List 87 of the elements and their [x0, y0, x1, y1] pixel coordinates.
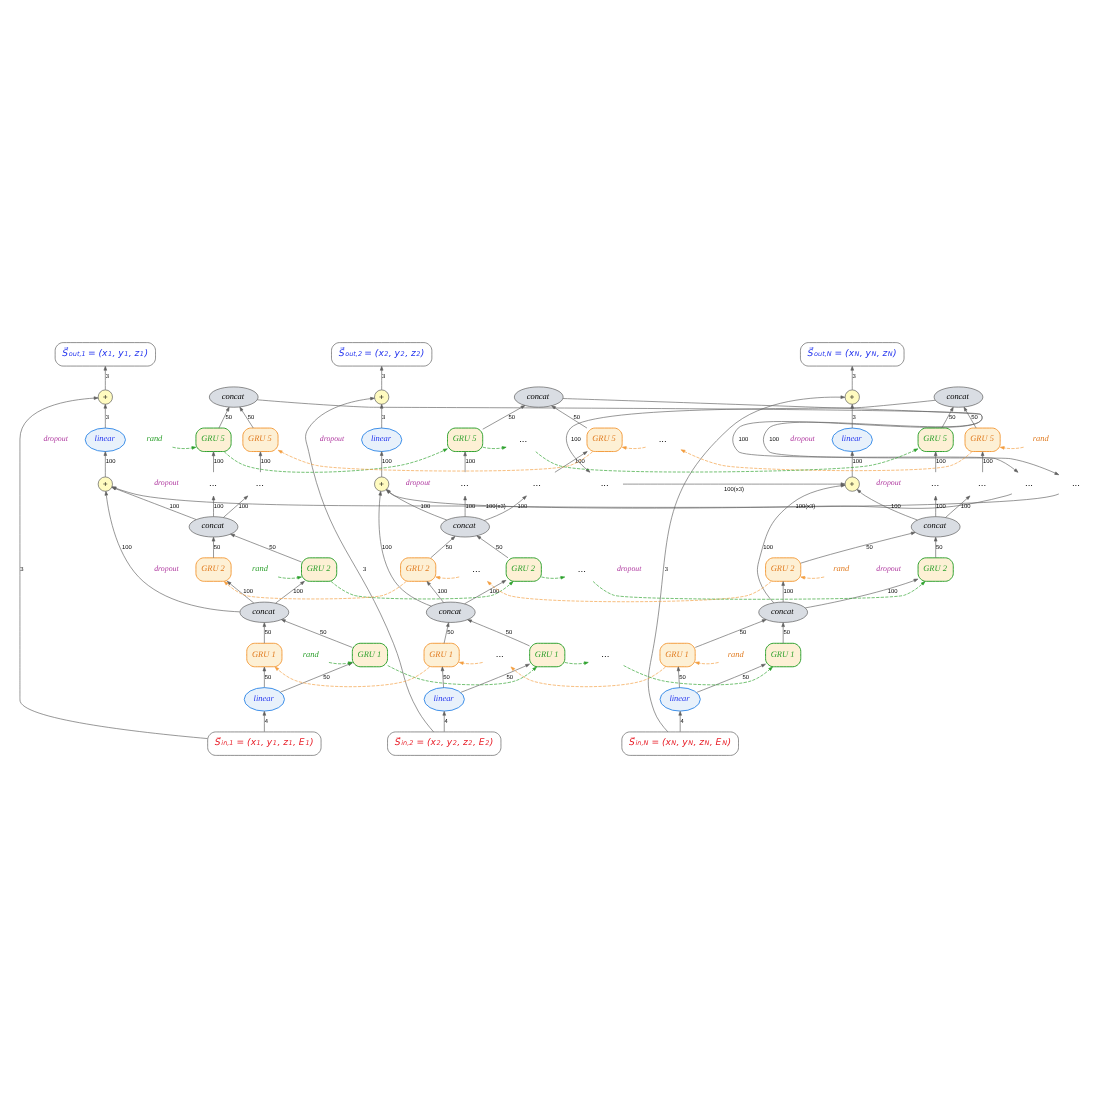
arrow	[218, 406, 230, 429]
arrow	[850, 451, 854, 478]
arrow	[482, 446, 507, 450]
arrow	[945, 495, 971, 518]
arrow	[541, 576, 566, 580]
arrow	[443, 622, 450, 644]
arrow	[482, 405, 526, 430]
arrow	[487, 581, 772, 603]
arrow	[460, 663, 530, 693]
arrow	[483, 495, 527, 521]
arrow	[223, 495, 249, 518]
arrow	[103, 404, 108, 429]
arrow	[211, 451, 216, 473]
arrow	[980, 451, 985, 473]
arrow	[463, 495, 467, 517]
arrow	[19, 396, 208, 739]
arrow	[676, 666, 681, 688]
arrow	[274, 666, 430, 688]
arrow	[781, 622, 785, 644]
arrow	[963, 406, 977, 429]
arrow	[275, 581, 305, 604]
arrow	[566, 399, 936, 473]
arrow	[211, 495, 216, 517]
arrow	[800, 576, 825, 580]
arrow	[426, 581, 444, 603]
arrow	[230, 533, 302, 563]
arrow	[172, 446, 197, 450]
arrow	[592, 581, 926, 600]
arrow	[694, 661, 719, 665]
arrow	[277, 449, 593, 472]
arrow	[386, 489, 1013, 509]
arrow	[678, 711, 682, 733]
arrow	[226, 581, 255, 604]
arrow	[378, 491, 432, 607]
arrow	[223, 581, 407, 600]
arrow	[621, 446, 646, 450]
arrow	[554, 451, 588, 473]
arrow	[564, 661, 589, 665]
arrow	[380, 404, 384, 429]
arrow	[856, 489, 918, 521]
arrow	[999, 446, 1024, 450]
arrow	[380, 451, 384, 478]
arrow	[442, 711, 446, 733]
arrow	[467, 619, 530, 647]
arrow	[696, 663, 766, 693]
arrow	[804, 578, 919, 609]
arrow	[464, 580, 507, 605]
arrow	[111, 486, 197, 520]
arrow	[262, 622, 267, 644]
arrow	[281, 619, 353, 648]
arrow	[435, 576, 460, 580]
arrow	[933, 536, 938, 559]
arrow	[562, 398, 1019, 473]
arrow	[694, 619, 767, 648]
arrow	[330, 581, 514, 600]
arrow	[262, 711, 267, 733]
arrow	[386, 489, 448, 521]
arrow	[257, 399, 1060, 476]
arrow	[850, 366, 854, 391]
arrow	[103, 366, 108, 391]
arrow	[440, 666, 445, 688]
arrow	[305, 396, 434, 733]
arrow	[933, 451, 938, 473]
arrow	[800, 531, 916, 564]
arrow	[781, 581, 785, 603]
arrow	[535, 448, 919, 473]
arrow	[430, 536, 456, 559]
arrow	[458, 661, 483, 665]
arrow	[933, 495, 938, 517]
arrow	[623, 665, 773, 686]
arrow	[258, 451, 263, 473]
arrow	[104, 491, 241, 613]
arrow	[463, 451, 467, 473]
arrow	[223, 448, 448, 473]
arrow	[941, 406, 954, 429]
arrow	[380, 366, 384, 391]
arrow	[262, 666, 267, 688]
arrow	[510, 666, 666, 688]
arrow	[850, 404, 854, 429]
arrow	[387, 665, 537, 686]
arrow	[239, 406, 254, 429]
arrow	[211, 536, 216, 559]
arrow	[476, 535, 509, 559]
arrow	[277, 576, 302, 580]
arrow	[680, 449, 973, 471]
arrow	[551, 405, 588, 429]
arrow	[103, 451, 108, 478]
